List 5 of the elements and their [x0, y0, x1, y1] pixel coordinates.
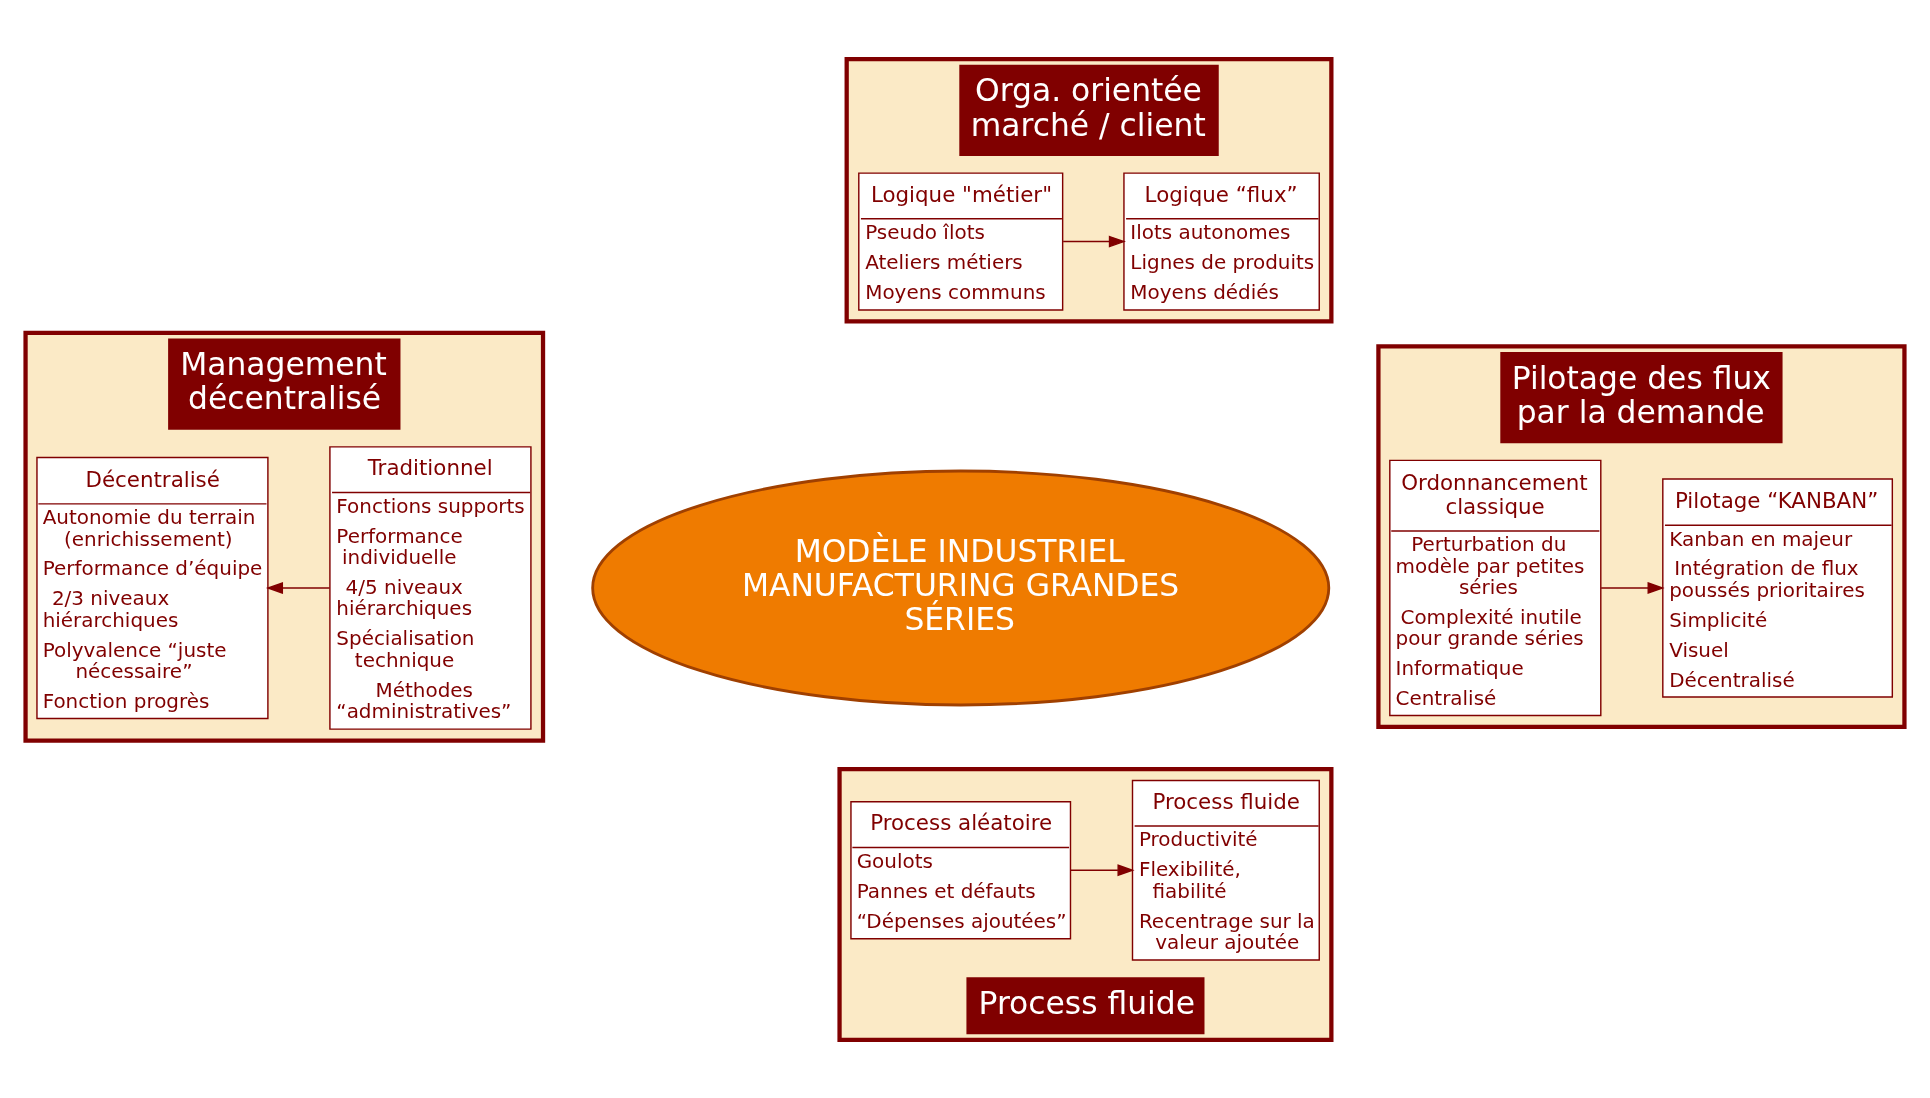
arrow: [1600, 581, 1665, 594]
node-ellipse: MODÈLE INDUSTRIEL MANUFACTURING GRANDES SÉRIES: [591, 469, 1331, 706]
arrow: [1062, 235, 1126, 248]
arrow: [1069, 863, 1135, 876]
arrow: [265, 581, 331, 594]
